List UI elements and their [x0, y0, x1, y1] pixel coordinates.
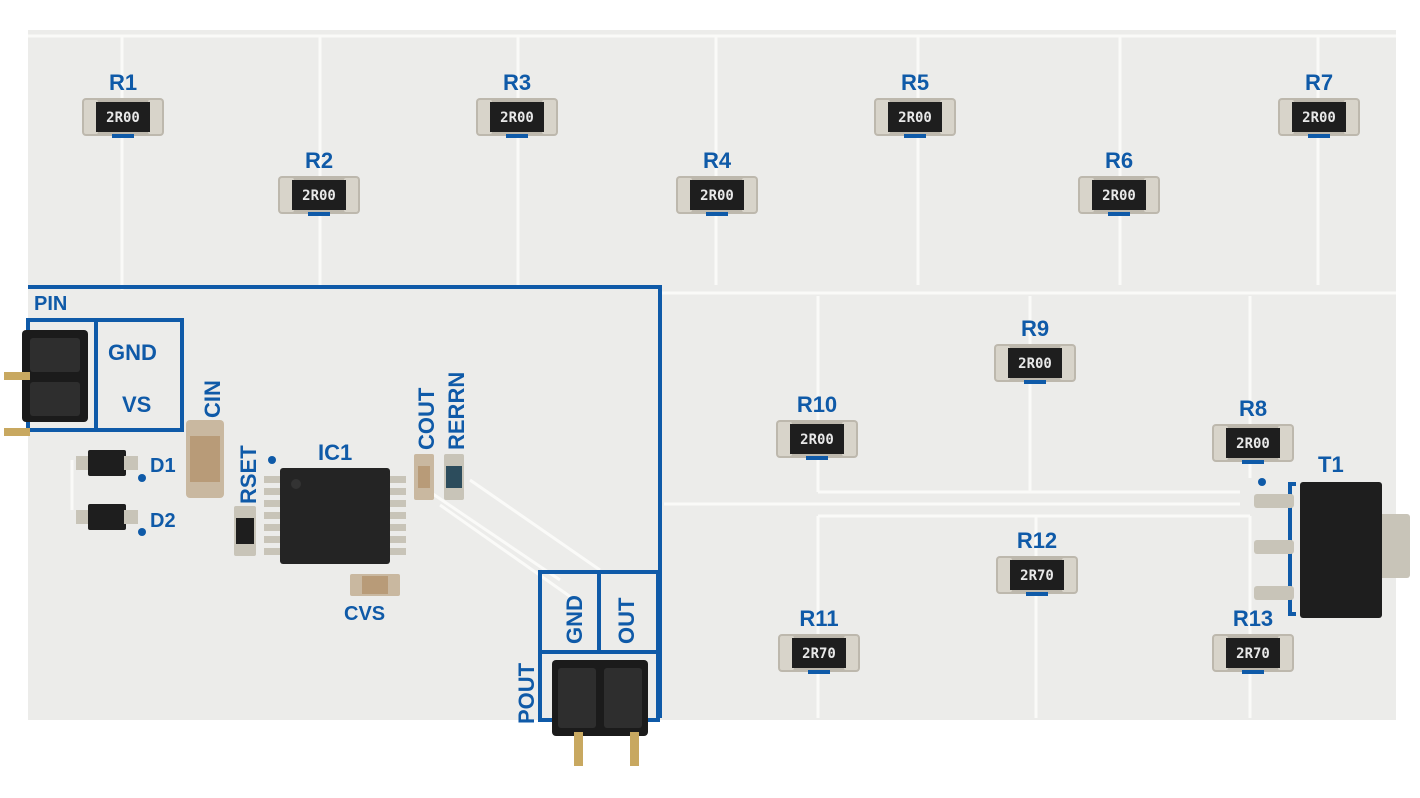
resistor-label: R2 [305, 148, 333, 173]
resistor-marking: 2R00 [700, 188, 734, 204]
silkscreen-labels: PIN GND VS CIN D1 D2 RSET IC1 COUT RERRN… [34, 293, 1344, 724]
resistor-r5: 2R00 R5 [874, 70, 956, 138]
resistor-r7: 2R00 R7 [1278, 70, 1360, 138]
resistor-r1: 2R00 R1 [82, 70, 164, 138]
resistor-r4: 2R00 R4 [676, 148, 758, 216]
resistor-marking: 2R00 [106, 110, 140, 126]
resistor-r2: 2R00 R2 [278, 148, 360, 216]
resistor-label: R6 [1105, 148, 1133, 173]
resistor-label: R12 [1017, 528, 1057, 553]
transistor-t1 [1254, 478, 1410, 618]
pcb-board [28, 30, 1396, 720]
resistor-label: R7 [1305, 70, 1333, 95]
label-rset: RSET [236, 445, 261, 504]
diode-d1 [76, 450, 146, 482]
resistor-rset [234, 506, 256, 556]
label-gnd-out: GND [562, 595, 587, 644]
label-d2: D2 [150, 510, 176, 532]
resistor-marking: 2R00 [500, 110, 534, 126]
resistor-marking: 2R00 [1302, 110, 1336, 126]
resistor-r8: 2R00 R8 [1212, 396, 1294, 464]
resistor-label: R10 [797, 392, 837, 417]
resistor-label: R1 [109, 70, 137, 95]
diode-d2 [76, 504, 146, 536]
resistor-marking: 2R70 [1236, 646, 1270, 662]
label-d1: D1 [150, 455, 176, 477]
resistor-group: 2R00R12R00R22R00R32R00R42R00R52R00R62R00… [82, 70, 1360, 674]
resistor-label: R5 [901, 70, 929, 95]
resistor-r9: 2R00 R9 [994, 316, 1076, 384]
label-cout: COUT [414, 387, 439, 450]
label-t1: T1 [1318, 452, 1344, 477]
resistor-rerrn [444, 454, 464, 500]
pout-header [552, 660, 648, 766]
resistor-r3: 2R00 R3 [476, 70, 558, 138]
label-pin: PIN [34, 293, 67, 315]
resistor-marking: 2R70 [1020, 568, 1054, 584]
trace-grid [28, 34, 1396, 718]
label-gnd-in: GND [108, 340, 157, 365]
resistor-r11: 2R70 R11 [778, 606, 860, 674]
resistor-r12: 2R70 R12 [996, 528, 1078, 596]
resistor-marking: 2R00 [1102, 188, 1136, 204]
resistor-label: R3 [503, 70, 531, 95]
resistor-marking: 2R70 [802, 646, 836, 662]
resistor-r6: 2R00 R6 [1078, 148, 1160, 216]
resistor-label: R11 [799, 606, 838, 631]
resistor-label: R4 [703, 148, 732, 173]
resistor-marking: 2R00 [800, 432, 834, 448]
label-ic1: IC1 [318, 440, 352, 465]
label-cin: CIN [200, 380, 225, 418]
resistor-label: R9 [1021, 316, 1049, 341]
ic1-chip [264, 456, 406, 564]
label-out: OUT [614, 597, 639, 644]
label-rerrn: RERRN [444, 372, 469, 450]
label-vs: VS [122, 392, 151, 417]
resistor-label: R8 [1239, 396, 1267, 421]
resistor-marking: 2R00 [1018, 356, 1052, 372]
capacitor-cvs [350, 574, 400, 596]
resistor-label: R13 [1233, 606, 1273, 631]
resistor-r13: 2R70 R13 [1212, 606, 1294, 674]
label-pout: POUT [514, 662, 539, 724]
resistor-marking: 2R00 [302, 188, 336, 204]
resistor-marking: 2R00 [898, 110, 932, 126]
resistor-marking: 2R00 [1236, 436, 1270, 452]
capacitor-cin [186, 420, 224, 498]
resistor-r10: 2R00 R10 [776, 392, 858, 460]
label-cvs: CVS [344, 603, 385, 625]
pin-header [4, 330, 88, 436]
capacitor-cout [414, 454, 434, 500]
